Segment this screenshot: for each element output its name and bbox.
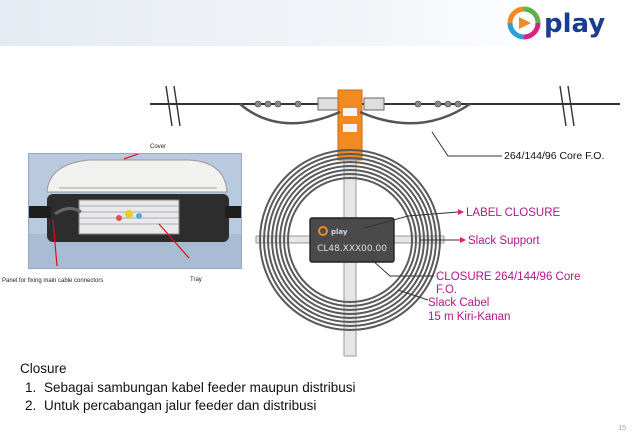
label-closure-label: LABEL CLOSURE	[466, 207, 560, 219]
header-bar	[0, 0, 638, 46]
closure-core-label-line2: F.O.	[436, 284, 457, 296]
closure-diagram: play CL48.XXX00.00 264/144/96 Core F.O. …	[150, 85, 620, 357]
list-item: Sebagai sambungan kabel feeder maupun di…	[40, 379, 355, 398]
closure-core-label-line1: CLOSURE 264/144/96 Core	[436, 271, 580, 283]
cable-break-left	[165, 85, 181, 127]
box-code: CL48.XXX00.00	[317, 244, 387, 254]
core-fo-label: 264/144/96 Core F.O.	[504, 150, 604, 162]
logo-wordmark: play	[544, 9, 605, 39]
slack-cabel-label-line2: 15 m Kiri-Kanan	[428, 311, 510, 323]
cable-break-right	[559, 85, 575, 127]
panel-label: Panel for fixing main cable connectors	[2, 278, 104, 284]
play-logo: play	[507, 6, 605, 40]
slack-cabel-label-line1: Slack Cabel	[428, 297, 489, 309]
closure-photo	[28, 149, 242, 269]
caption-list: Sebagai sambungan kabel feeder maupun di…	[20, 379, 355, 416]
tray-label: Tray	[190, 277, 202, 283]
page-number: 15	[618, 425, 626, 432]
box-logo: play	[331, 228, 348, 236]
list-item: Untuk percabangan jalur feeder dan distr…	[40, 397, 355, 416]
cover-label: Cover	[150, 144, 167, 150]
caption-title: Closure	[20, 361, 67, 376]
slack-support-label: Slack Support	[468, 235, 540, 247]
caption-block: Closure Sebagai sambungan kabel feeder m…	[20, 360, 355, 416]
